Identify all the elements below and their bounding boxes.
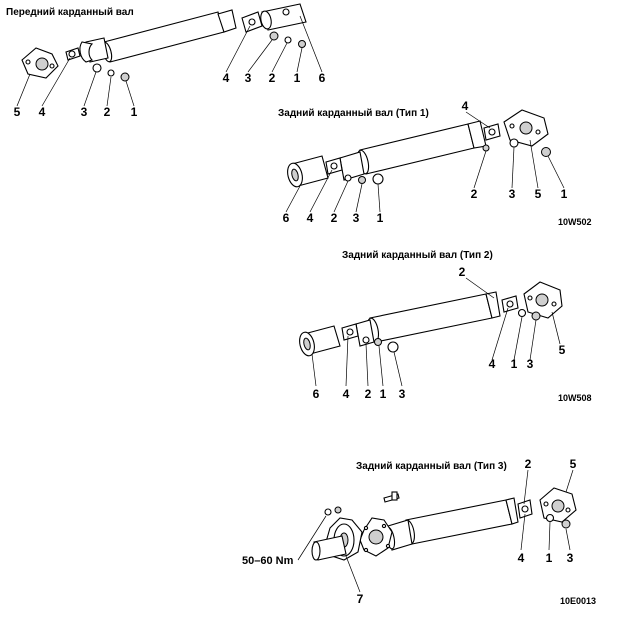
- callout-front-3a: 3: [80, 105, 88, 119]
- callout-type1-1a: 1: [560, 187, 568, 201]
- callout-front-4b: 4: [222, 71, 230, 85]
- callout-type3-5: 5: [569, 457, 577, 471]
- figure-code-type1: 10W502: [558, 217, 592, 227]
- callout-type1-4a: 4: [461, 99, 469, 113]
- callout-type3-3: 3: [566, 551, 574, 565]
- front-shaft: [16, 3, 323, 107]
- callout-type3-4: 4: [517, 551, 525, 565]
- callout-type2-1b: 1: [379, 387, 387, 401]
- section-title-rear-type3: Задний карданный вал (Тип 3): [356, 461, 507, 472]
- callout-type2-4a: 4: [488, 357, 496, 371]
- callout-front-2a: 2: [103, 105, 111, 119]
- callout-type2-5: 5: [558, 343, 566, 357]
- section-title-front: Передний карданный вал: [6, 7, 134, 18]
- rear-shaft-type3: [297, 469, 577, 593]
- callout-type3-2: 2: [524, 457, 532, 471]
- callout-type3-1: 1: [545, 551, 553, 565]
- callout-type2-1a: 1: [510, 357, 518, 371]
- callout-type2-3b: 3: [398, 387, 406, 401]
- callout-type2-3a: 3: [526, 357, 534, 371]
- torque-label: 50–60 Nm: [242, 555, 294, 567]
- rear-shaft-type2: [299, 277, 563, 387]
- callout-type1-3a: 3: [508, 187, 516, 201]
- figure-code-type2: 10W508: [558, 393, 592, 403]
- callout-front-5: 5: [13, 105, 21, 119]
- callout-type1-2b: 2: [330, 211, 338, 225]
- callout-type1-5: 5: [534, 187, 542, 201]
- callout-front-4a: 4: [38, 105, 46, 119]
- callout-front-2b: 2: [268, 71, 276, 85]
- section-title-rear-type2: Задний карданный вал (Тип 2): [342, 250, 493, 261]
- callout-type2-6: 6: [312, 387, 320, 401]
- callout-type1-1b: 1: [376, 211, 384, 225]
- callout-type1-3b: 3: [352, 211, 360, 225]
- callout-type1-4b: 4: [306, 211, 314, 225]
- callout-type1-6: 6: [282, 211, 290, 225]
- callout-type2-4b: 4: [342, 387, 350, 401]
- rear-shaft-type1: [285, 109, 565, 213]
- callout-type1-2a: 2: [470, 187, 478, 201]
- callout-front-1a: 1: [130, 105, 138, 119]
- section-title-rear-type1: Задний карданный вал (Тип 1): [278, 108, 429, 119]
- callout-front-3b: 3: [244, 71, 252, 85]
- callout-type3-7: 7: [356, 592, 364, 606]
- callout-type2-2b: 2: [364, 387, 372, 401]
- callout-front-1b: 1: [293, 71, 301, 85]
- callout-type2-2a: 2: [458, 265, 466, 279]
- figure-code-type3: 10E0013: [560, 596, 597, 606]
- callout-front-6: 6: [318, 71, 326, 85]
